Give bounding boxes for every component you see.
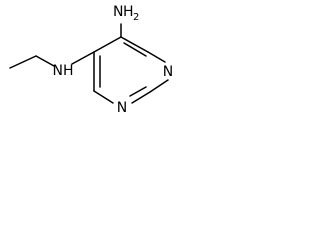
atom-label-ring-n1: N xyxy=(163,64,173,80)
bond-c4-nh xyxy=(71,51,95,65)
atom-label-nh2-h: H xyxy=(123,4,134,20)
atom-label-ring-n3: N xyxy=(117,100,127,116)
bond-n3-c4 xyxy=(93,90,114,104)
bond-n1-c2 xyxy=(149,79,169,93)
bond-c2-n3-inner xyxy=(129,86,147,97)
atom-label-nh2-subscript: 2 xyxy=(133,12,139,23)
bond-c5-c6 xyxy=(120,36,149,53)
bond-c6-n1 xyxy=(147,51,166,63)
bond-c2-n3 xyxy=(131,91,151,104)
atom-label-nh2-n: N xyxy=(113,4,123,20)
bond-nh-ch2 xyxy=(35,55,55,67)
atom-labels: N H 2 NH N N xyxy=(53,4,174,116)
bonds xyxy=(9,23,169,104)
pyrimidine-structure-diagram: N H 2 NH N N xyxy=(9,4,174,116)
bond-c4-c5 xyxy=(93,36,122,53)
atom-label-nh: NH xyxy=(53,63,74,79)
bond-ch2-ch3 xyxy=(9,55,37,69)
bond-c5-c6-inner xyxy=(123,42,147,57)
